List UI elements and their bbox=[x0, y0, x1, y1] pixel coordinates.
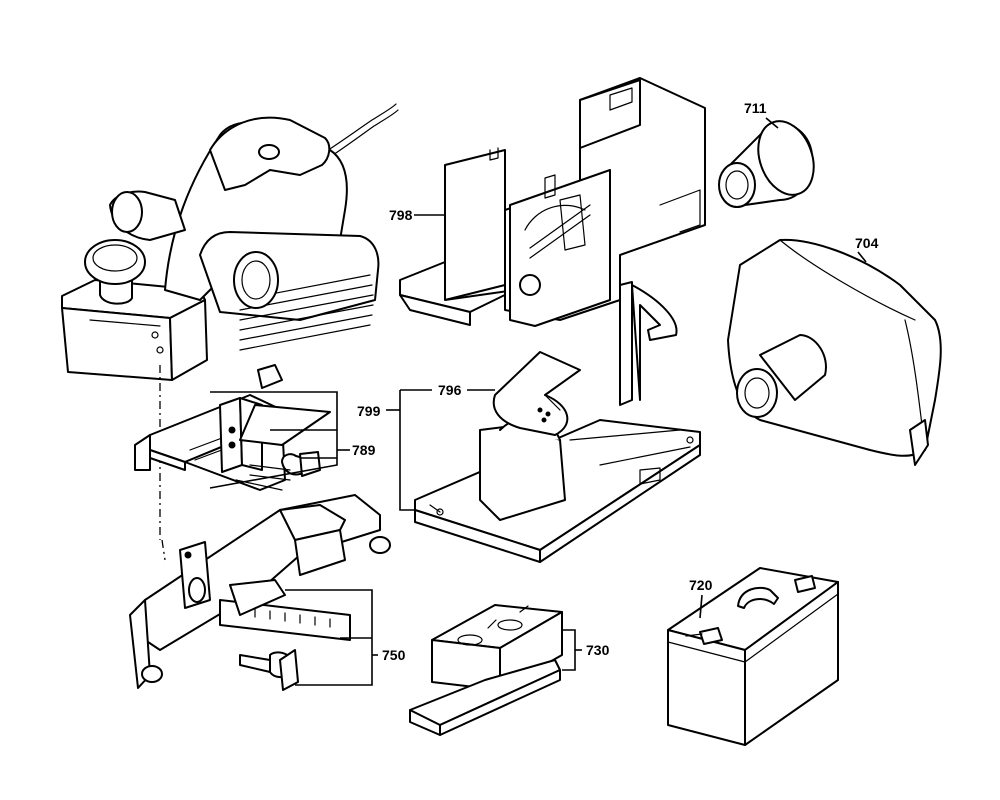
chip-deflector-796 bbox=[492, 351, 581, 436]
part-label-704: 704 bbox=[855, 235, 879, 251]
part-label-796: 796 bbox=[438, 382, 462, 398]
part-label-799: 799 bbox=[357, 403, 381, 419]
adapter-711 bbox=[718, 120, 815, 208]
part-label-798: 798 bbox=[389, 207, 413, 223]
part-label-720: 720 bbox=[689, 577, 713, 593]
stand-798 bbox=[399, 77, 706, 327]
part-label-789: 789 bbox=[352, 442, 376, 458]
dust-bag-704 bbox=[727, 238, 942, 466]
blade-set-730 bbox=[409, 604, 563, 736]
part-label-730: 730 bbox=[586, 642, 610, 658]
part-label-750: 750 bbox=[382, 647, 406, 663]
part-label-711: 711 bbox=[744, 100, 767, 116]
planer-tool bbox=[61, 103, 399, 381]
parallel-guide-789 bbox=[134, 364, 331, 491]
carry-case-720 bbox=[667, 567, 839, 746]
parallel-guide-750 bbox=[129, 494, 391, 691]
stand-799 bbox=[414, 281, 701, 563]
alignment-line-lower bbox=[161, 539, 166, 561]
